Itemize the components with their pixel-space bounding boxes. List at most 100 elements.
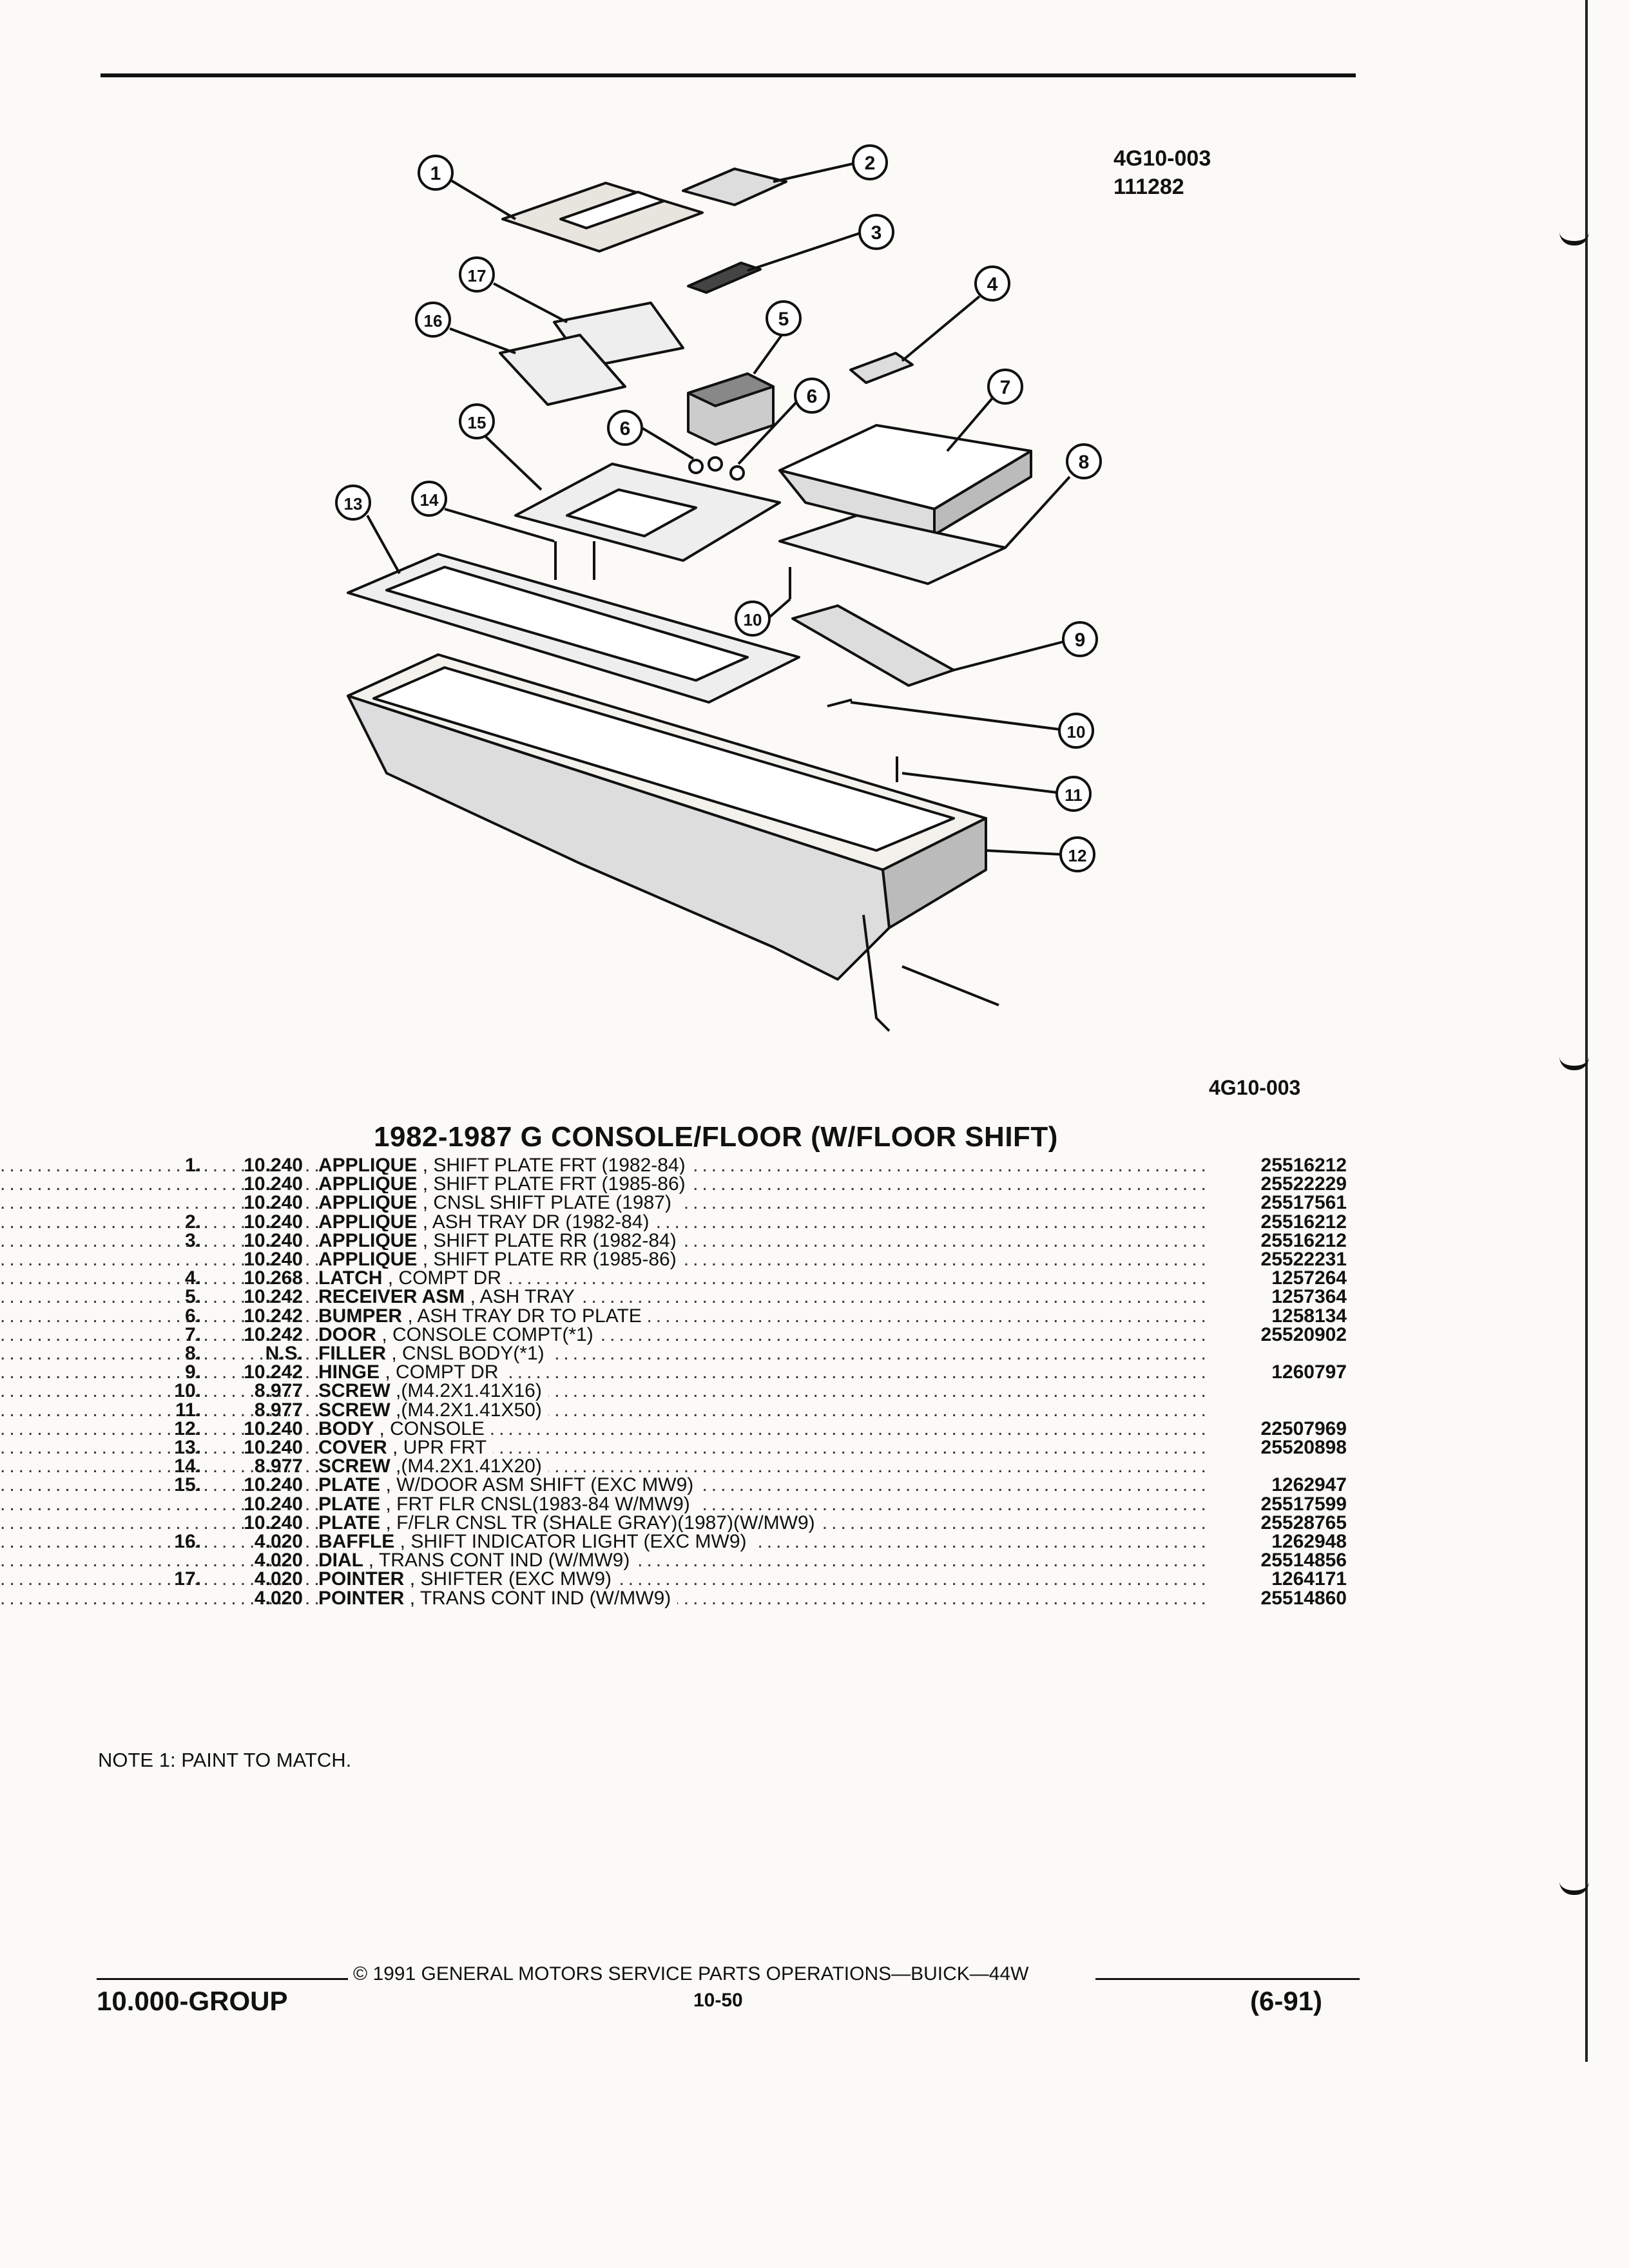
note: NOTE 1: PAINT TO MATCH. — [98, 1749, 352, 1771]
part-name: HINGE — [318, 1361, 380, 1383]
part-name: DIAL — [318, 1550, 363, 1571]
group-number: 8.977 — [254, 1380, 303, 1402]
part-number: 1262948 — [1218, 1532, 1347, 1552]
parts-row: 5.10.242................................… — [0, 1286, 1629, 1308]
part-name: APPLIQUE — [318, 1155, 418, 1176]
part-description: PLATE , F/FLR CNSL TR (SHALE GRAY)(1987)… — [318, 1512, 822, 1533]
part-number: 25514860 — [1218, 1588, 1347, 1608]
part-detail: , SHIFTER (EXC MW9) — [409, 1568, 612, 1590]
callout-3 — [858, 214, 894, 250]
group-number: 8.977 — [254, 1399, 303, 1421]
parts-row: 8.N.S...................................… — [0, 1344, 1629, 1363]
part-description: SCREW ,(M4.2X1.41X20) — [318, 1457, 548, 1476]
part-latch — [849, 352, 914, 384]
leader-15 — [483, 434, 543, 491]
group-number: 4.020 — [254, 1550, 303, 1571]
footer-group: 10.000-GROUP — [97, 1986, 288, 2016]
leader-17 — [493, 282, 568, 323]
part-filler — [778, 514, 1007, 585]
part-number: 1262947 — [1218, 1475, 1347, 1495]
part-bumper-2 — [708, 456, 723, 472]
part-name: APPLIQUE — [318, 1249, 418, 1270]
leader-8 — [1004, 476, 1071, 549]
callout-label-4: 4 — [987, 274, 998, 295]
group-number: 10.240 — [244, 1249, 303, 1270]
part-number: 22507969 — [1218, 1419, 1347, 1438]
callout-label-12: 12 — [1068, 846, 1087, 865]
parts-row: 1.10.240................................… — [0, 1156, 1629, 1175]
part-detail: , COMPT DR — [385, 1361, 499, 1383]
part-name: FILLER — [318, 1343, 386, 1364]
part-console-body — [347, 653, 999, 1032]
callout-label-15: 15 — [468, 413, 487, 432]
part-detail: , CONSOLE COMPT(*1) — [381, 1323, 593, 1345]
binder-tick-3 — [1559, 1881, 1589, 1895]
part-detail: , SHIFT INDICATOR LIGHT (EXC MW9) — [400, 1531, 747, 1552]
parts-row: 17.4.020................................… — [0, 1568, 1629, 1590]
part-detail: , CNSL SHIFT PLATE (1987) — [422, 1192, 671, 1214]
part-description: APPLIQUE , ASH TRAY DR (1982-84) — [318, 1211, 656, 1233]
part-name: PLATE — [318, 1512, 381, 1533]
item-number: 1. — [184, 1155, 201, 1176]
part-detail: ,(M4.2X1.41X16) — [396, 1380, 542, 1402]
part-description: SCREW ,(M4.2X1.41X50) — [318, 1399, 548, 1421]
group-number: 10.242 — [244, 1361, 303, 1383]
part-description: POINTER , SHIFTER (EXC MW9) — [318, 1568, 619, 1590]
leader-1 — [450, 179, 517, 220]
callout-7 — [987, 369, 1023, 405]
leader-2 — [773, 162, 854, 183]
callout-10a — [735, 601, 771, 637]
part-name: RECEIVER ASM — [318, 1286, 465, 1308]
leader-dots: ........................................… — [0, 1419, 1211, 1438]
callout-label-13: 13 — [344, 494, 363, 514]
part-hinge — [791, 604, 955, 687]
part-name: COVER — [318, 1437, 387, 1458]
callout-label-8: 8 — [1079, 452, 1090, 473]
item-number: 10. — [174, 1380, 201, 1402]
part-description: APPLIQUE , SHIFT PLATE RR (1982-84) — [318, 1231, 683, 1250]
part-detail: , ASH TRAY DR (1982-84) — [422, 1211, 650, 1233]
group-number: 10.240 — [244, 1211, 303, 1233]
part-number: 25516212 — [1218, 1231, 1347, 1250]
leader-14 — [444, 508, 555, 543]
item-number: 7. — [184, 1323, 201, 1345]
callout-12 — [1059, 836, 1095, 872]
leader-6a — [641, 427, 695, 460]
callout-label-16: 16 — [424, 311, 443, 331]
item-number: 16. — [174, 1531, 201, 1552]
footer-rule-right — [1095, 1978, 1360, 1980]
part-name: SCREW — [318, 1380, 390, 1402]
part-applique-shift-plate — [501, 182, 704, 253]
exploded-parts-diagram: 1 2 3 4 5 6 6 7 8 9 10 10 11 12 13 14 15… — [335, 144, 1102, 1032]
callout-16 — [415, 302, 451, 338]
part-detail: , SHIFT PLATE RR (1985-86) — [422, 1249, 677, 1270]
part-name: APPLIQUE — [318, 1192, 418, 1214]
callout-label-6a: 6 — [620, 418, 631, 439]
callout-1 — [418, 155, 454, 191]
item-number: 4. — [184, 1267, 201, 1289]
item-number: 13. — [174, 1437, 201, 1458]
part-description: APPLIQUE , SHIFT PLATE FRT (1982-84) — [318, 1156, 692, 1175]
part-bumper-3 — [729, 465, 745, 481]
part-detail: ,(M4.2X1.41X50) — [396, 1399, 542, 1421]
callout-10b — [1058, 713, 1094, 749]
footer-page-number: 10-50 — [693, 1990, 743, 2011]
parts-row: 10.8.977................................… — [0, 1380, 1629, 1402]
leader-dots: ........................................… — [0, 1363, 1211, 1382]
part-number: 25516212 — [1218, 1156, 1347, 1175]
part-name: BODY — [318, 1418, 374, 1439]
binder-edge — [1585, 0, 1588, 2062]
part-number: 25514856 — [1218, 1551, 1347, 1570]
part-description: BODY , CONSOLE — [318, 1419, 491, 1438]
leader-dots: ........................................… — [0, 1457, 1211, 1476]
item-number: 8. — [184, 1343, 201, 1364]
part-number: 1258134 — [1218, 1306, 1347, 1325]
part-name: POINTER — [318, 1568, 405, 1590]
item-number: 6. — [184, 1305, 201, 1327]
part-number: 1264171 — [1218, 1570, 1347, 1589]
figure-ref: 4G10-003 — [1113, 146, 1211, 171]
parts-row: 10.240..................................… — [0, 1494, 1629, 1514]
part-detail: , COMPT DR — [387, 1267, 501, 1289]
part-number: 25516212 — [1218, 1212, 1347, 1231]
callout-4 — [974, 265, 1010, 302]
